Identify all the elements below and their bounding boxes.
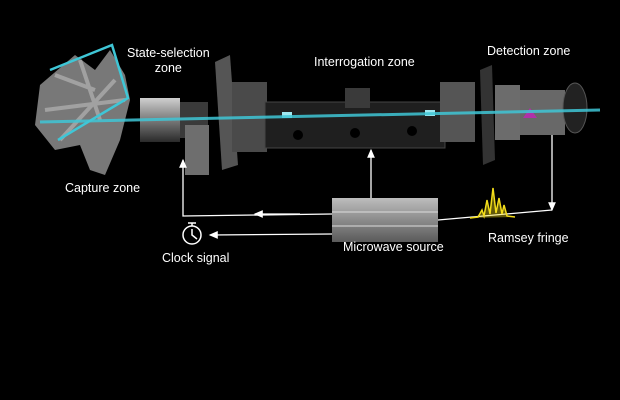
detection-apparatus bbox=[440, 65, 588, 165]
label-interrogation-zone: Interrogation zone bbox=[314, 55, 415, 69]
capture-zone-apparatus bbox=[35, 43, 130, 175]
label-capture-zone: Capture zone bbox=[65, 181, 141, 195]
label-detection-zone: Detection zone bbox=[487, 44, 571, 58]
label-state-selection-line1: State-selection bbox=[127, 46, 210, 60]
feedback-arrows bbox=[179, 135, 556, 239]
label-microwave-source: Microwave source bbox=[343, 240, 444, 254]
atom-beam bbox=[39, 108, 601, 124]
label-state-selection-line2: zone bbox=[154, 61, 182, 75]
ramsey-fringe-plot bbox=[469, 187, 516, 219]
stopwatch-icon bbox=[182, 222, 202, 245]
label-state-selection-zone: State-selection zone bbox=[127, 46, 210, 76]
microwave-source-box bbox=[332, 198, 438, 242]
label-ramsey-fringe: Ramsey fringe bbox=[488, 231, 569, 245]
label-clock-signal: Clock signal bbox=[162, 251, 230, 265]
